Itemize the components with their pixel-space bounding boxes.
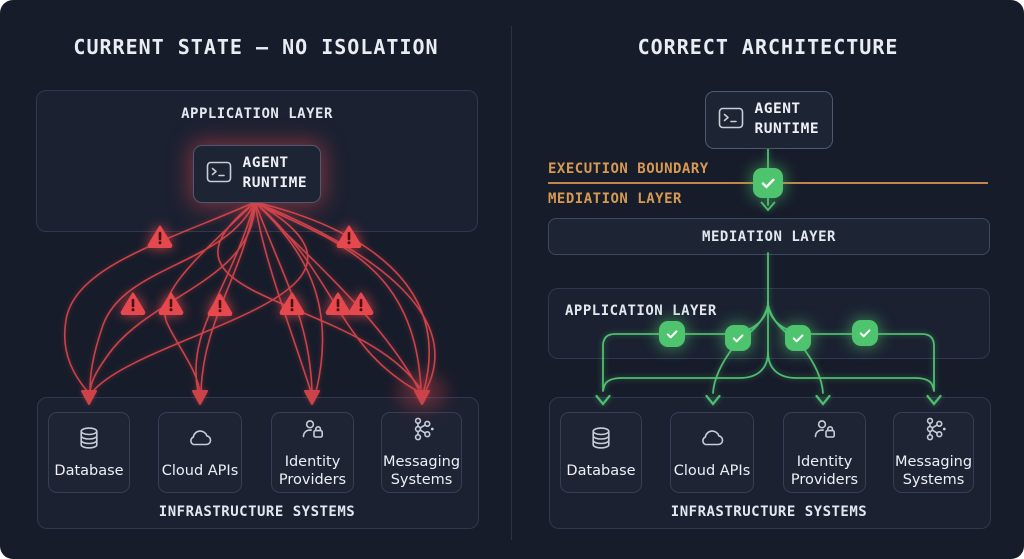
- database-icon: [587, 424, 615, 456]
- warning-triangle-icon: [120, 291, 146, 316]
- right-panel-title: CORRECT ARCHITECTURE: [637, 35, 899, 59]
- infra-cell-label: Identity Providers: [790, 454, 859, 488]
- execution-boundary-label: EXECUTION BOUNDARY: [548, 161, 709, 177]
- warning-triangle-icon: [147, 224, 173, 249]
- infra-cell-label: Cloud APIs: [161, 463, 239, 480]
- infra-cell-database: Database: [48, 412, 130, 493]
- mediation-layer-box: MEDIATION LAYER: [548, 218, 990, 255]
- infra-cell-identity-providers: Identity Providers: [271, 412, 354, 493]
- infra-cell-cloud-apis: Cloud APIs: [158, 412, 242, 493]
- right-agent-runtime-box: AGENT RUNTIME: [705, 91, 833, 149]
- identity-lock-icon: [811, 415, 839, 447]
- check-badge-icon: [725, 325, 751, 351]
- warning-triangle-icon: [336, 224, 362, 249]
- messaging-nodes-icon: [408, 415, 436, 447]
- check-badge-icon: [659, 321, 685, 347]
- infra-cell-cloud-apis: Cloud APIs: [670, 412, 754, 493]
- right-infrastructure-label: INFRASTRUCTURE SYSTEMS: [670, 504, 868, 520]
- warning-triangle-icon: [158, 291, 184, 316]
- database-icon: [75, 424, 103, 456]
- right-agent-runtime-label: AGENT RUNTIME: [754, 101, 820, 137]
- warning-triangle-icon: [279, 291, 305, 316]
- left-agent-runtime-box: AGENT RUNTIME: [193, 145, 321, 203]
- right-application-layer-label: APPLICATION LAYER: [565, 303, 717, 319]
- messaging-nodes-icon: [920, 415, 948, 447]
- infra-cell-messaging-systems: Messaging Systems: [381, 412, 462, 493]
- terminal-icon: [718, 107, 744, 133]
- infra-cell-label: Cloud APIs: [673, 463, 751, 480]
- infra-cell-label: Messaging Systems: [894, 454, 973, 488]
- panel-divider: [511, 26, 512, 540]
- left-application-layer-label: APPLICATION LAYER: [181, 106, 333, 122]
- infra-cell-label: Database: [54, 463, 124, 480]
- infra-cell-label: Identity Providers: [278, 454, 347, 488]
- infra-cell-label: Database: [566, 463, 636, 480]
- left-panel-title: CURRENT STATE — NO ISOLATION: [73, 35, 439, 59]
- mediation-layer-box-label: MEDIATION LAYER: [702, 228, 836, 245]
- infra-cell-identity-providers: Identity Providers: [783, 412, 866, 493]
- check-badge-icon: [852, 320, 878, 346]
- left-infrastructure-box: [37, 397, 479, 529]
- left-agent-runtime-label: AGENT RUNTIME: [242, 155, 308, 191]
- warning-triangle-icon: [348, 291, 374, 316]
- identity-lock-icon: [299, 415, 327, 447]
- warning-triangle-icon: [207, 292, 233, 317]
- infra-cell-database: Database: [560, 412, 642, 493]
- infra-cell-label: Messaging Systems: [382, 454, 461, 488]
- check-badge-icon: [785, 325, 811, 351]
- cloud-icon: [697, 424, 727, 456]
- right-application-layer-box: APPLICATION LAYER: [548, 288, 990, 359]
- left-infrastructure-label: INFRASTRUCTURE SYSTEMS: [158, 504, 356, 520]
- infra-cell-messaging-systems: Messaging Systems: [893, 412, 974, 493]
- terminal-icon: [206, 161, 232, 187]
- right-infrastructure-box: [549, 397, 991, 529]
- mediation-layer-caption: MEDIATION LAYER: [548, 191, 682, 207]
- check-badge-icon: [753, 168, 783, 198]
- cloud-icon: [185, 424, 215, 456]
